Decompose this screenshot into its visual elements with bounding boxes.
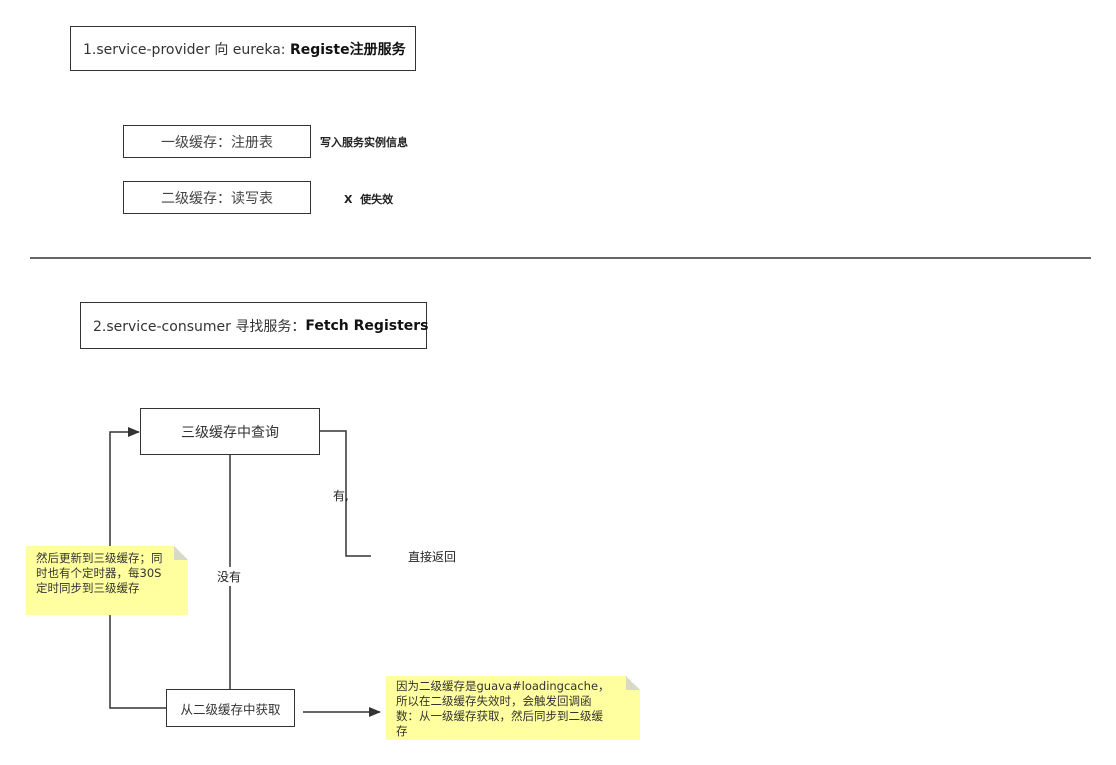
level3-query-box: 三级缓存中查询 <box>140 408 320 455</box>
level3-query-label: 三级缓存中查询 <box>181 424 279 441</box>
section2-title-box: 2.service-consumer 寻找服务：Fetch Registers <box>80 302 429 349</box>
section1-title-bold: Registe注册服务 <box>289 41 406 58</box>
level2-cache-label: 二级缓存：读写表 <box>161 190 273 207</box>
note-fold-corner <box>174 546 188 560</box>
return-directly-label: 直接返回 <box>408 550 457 564</box>
level1-cache-label: 一级缓存：注册表 <box>161 134 273 151</box>
no-result-label: 没有 <box>217 567 242 586</box>
sync-note-left-text: 然后更新到三级缓存；同 时也有个定时器，每30S 定时同步到三级缓存 <box>36 551 163 595</box>
level2-invalidate-note: X 使失效 <box>344 193 394 206</box>
level1-write-note: 写入服务实例信息 <box>320 136 408 149</box>
level2-fetch-label: 从二级缓存中获取 <box>180 701 281 717</box>
guava-note-right-text: 因为二级缓存是guava#loadingcache， 所以在二级缓存失效时，会触… <box>396 679 610 738</box>
section1-title-box: 1.service-provider 向 eureka: Registe注册服务 <box>70 26 416 71</box>
guava-note-right: 因为二级缓存是guava#loadingcache， 所以在二级缓存失效时，会触… <box>386 676 640 740</box>
connector-query-to-return <box>319 430 371 557</box>
level2-cache-box: 二级缓存：读写表 <box>123 181 311 214</box>
section2-title-prefix: 2.service-consumer 寻找服务： <box>93 318 306 335</box>
note-fold-corner <box>626 676 640 690</box>
sync-note-left: 然后更新到三级缓存；同 时也有个定时器，每30S 定时同步到三级缓存 <box>26 546 188 615</box>
section2-title-bold: Fetch Registers <box>305 317 429 334</box>
level1-cache-box: 一级缓存：注册表 <box>123 125 311 158</box>
has-result-label: 有, <box>333 489 349 503</box>
level2-fetch-box: 从二级缓存中获取 <box>166 689 295 727</box>
section1-title-prefix: 1.service-provider 向 eureka: <box>83 41 290 58</box>
